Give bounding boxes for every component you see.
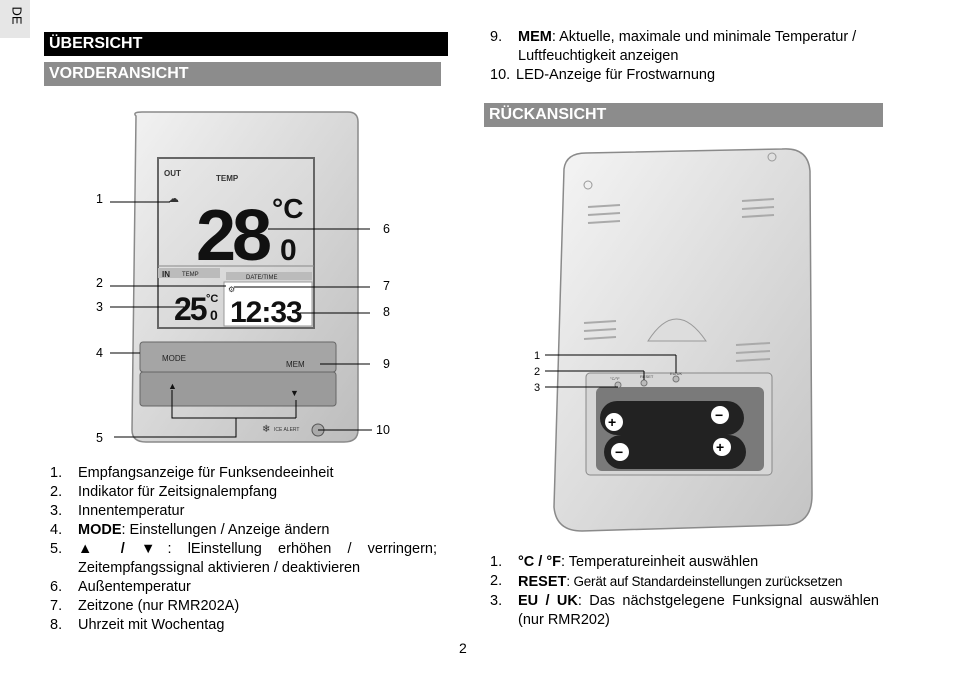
back-callout-3: 3 — [534, 382, 540, 394]
list-item: 1.°C / °F: Temperatureinheit auswählen — [490, 554, 759, 570]
region-switch[interactable] — [672, 375, 680, 383]
list-item: 5.▲ / ▼: lEinstellung erhöhen / verringe… — [50, 541, 437, 576]
callout-8: 8 — [383, 305, 390, 319]
section-subtitle-back-view: RÜCKANSICHT — [484, 103, 883, 127]
callout-5: 5 — [96, 431, 103, 445]
callout-2: 2 — [96, 276, 103, 290]
snowflake-icon: ❄ — [262, 424, 270, 435]
plus-icon: + — [713, 438, 731, 456]
hanging-hook — [647, 318, 707, 342]
plus-icon: + — [605, 413, 623, 431]
section-title-overview: ÜBERSICHT — [44, 32, 448, 56]
out-label: OUT — [164, 169, 181, 178]
svg-text:−: − — [715, 407, 723, 423]
mem-button-label: MEM — [286, 360, 305, 369]
callout-1: 1 — [96, 192, 103, 206]
svg-text:+: + — [608, 414, 616, 430]
list-item: 9.MEM: Aktuelle, maximale und minimale T… — [490, 29, 857, 64]
front-view-legend: 1.Empfangsanzeige für Funksendeeinheit 2… — [50, 464, 437, 635]
switch-label-unit: °C/°F — [610, 376, 620, 381]
callout-7: 7 — [383, 279, 390, 293]
callout-9: 9 — [383, 357, 390, 371]
indoor-temperature-unit: °C — [206, 293, 218, 305]
time-readout: 12:33 — [230, 296, 302, 329]
back-view-diagram: + − − + °C/°F RESET EU/UK — [553, 148, 813, 532]
callout-10: 10 — [376, 423, 390, 437]
minus-icon: − — [711, 406, 729, 424]
page-number: 2 — [459, 640, 467, 656]
battery-bottom — [604, 435, 746, 469]
front-view-diagram: OUT TEMP ☁ 28 °C 0 IN TEMP DATE/TIME 25 … — [131, 111, 359, 443]
switch-label-reset: RESET — [640, 374, 654, 379]
back-callout-1: 1 — [534, 350, 540, 362]
back-view-legend: 1.°C / °F: Temperatureinheit auswählen 2… — [490, 553, 879, 630]
main-temperature-decimal: 0 — [280, 234, 297, 267]
svg-text:+: + — [716, 439, 724, 455]
battery-top — [600, 401, 744, 435]
time-panel — [223, 281, 313, 327]
main-temperature-unit: °C — [272, 193, 303, 224]
list-item: 3.EU / UK: Das nächstgelegene Funksignal… — [490, 593, 879, 628]
in-temp-label: TEMP — [182, 272, 199, 278]
main-temperature: 28 — [196, 196, 270, 276]
list-item: 10.LED-Anzeige für Frostwarnung — [490, 67, 716, 83]
arrow-button-bar[interactable] — [139, 371, 337, 407]
in-label: IN — [162, 270, 170, 279]
list-item: 6.Außentemperatur — [50, 579, 191, 595]
list-item: 8.Uhrzeit mit Wochentag — [50, 617, 225, 633]
up-arrow-icon[interactable]: ▲ — [168, 381, 177, 391]
down-arrow-icon[interactable]: ▼ — [290, 388, 299, 398]
datetime-label: DATE/TIME — [246, 275, 278, 281]
mode-button-label: MODE — [162, 354, 186, 363]
list-item: 2.Indikator für Zeitsignalempfang — [50, 484, 278, 500]
reception-icon: ☁ — [168, 193, 179, 205]
callout-6: 6 — [383, 222, 390, 236]
switch-label-region: EU/UK — [670, 371, 683, 376]
list-item: 2.RESET: Gerät auf Standardeinstellungen… — [490, 573, 843, 590]
ice-alert-label: ICE ALERT — [274, 427, 299, 433]
front-view-legend-continued: 9.MEM: Aktuelle, maximale und minimale T… — [490, 28, 885, 85]
callout-3: 3 — [96, 300, 103, 314]
list-item: 7.Zeitzone (nur RMR202A) — [50, 598, 240, 614]
language-tab: DE — [0, 0, 30, 38]
section-subtitle-front-view: VORDERANSICHT — [44, 62, 441, 86]
callout-4: 4 — [96, 346, 103, 360]
list-item: 4.MODE: Einstellungen / Anzeige ändern — [50, 522, 330, 538]
timezone-icon: ⚙ — [228, 285, 235, 294]
temp-label-top: TEMP — [216, 174, 239, 183]
minus-icon: − — [611, 443, 629, 461]
list-item: 1.Empfangsanzeige für Funksendeeinheit — [50, 465, 334, 481]
list-item: 3.Innentemperatur — [50, 503, 185, 519]
indoor-temperature-decimal: 0 — [210, 307, 218, 323]
svg-text:−: − — [615, 444, 623, 460]
back-callout-2: 2 — [534, 366, 540, 378]
indoor-temperature: 25 — [174, 291, 207, 327]
